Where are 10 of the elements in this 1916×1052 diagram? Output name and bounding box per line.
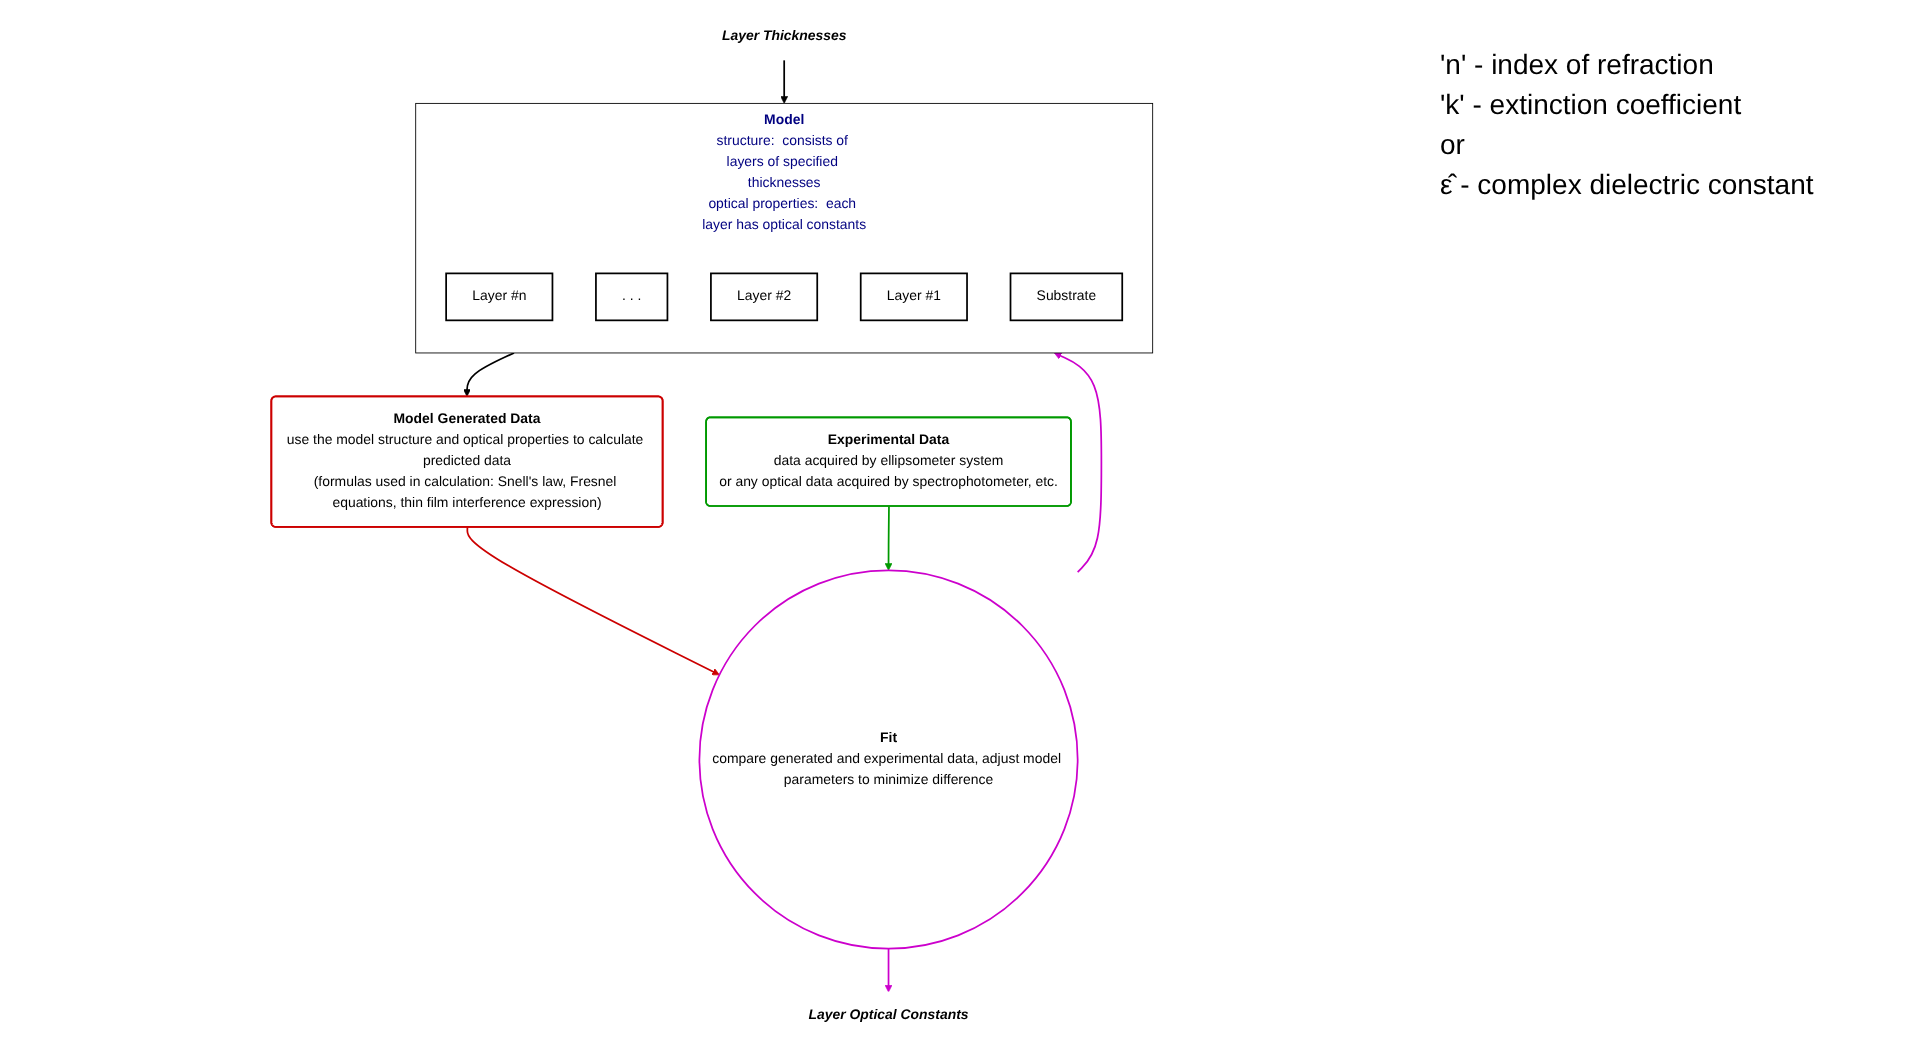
note-text: 'n' - index of refraction <box>1440 48 1716 80</box>
note-text: ε̂ - complex dielectric constant <box>1440 168 1816 200</box>
arrow <box>884 947 893 993</box>
arrow <box>463 352 515 397</box>
note-text: or <box>1440 128 1467 160</box>
arrow <box>1053 352 1103 573</box>
arrow <box>884 505 893 571</box>
arrow <box>466 526 720 676</box>
arrow <box>780 59 788 104</box>
note-text: 'k' - extinction coefficient <box>1440 88 1744 120</box>
